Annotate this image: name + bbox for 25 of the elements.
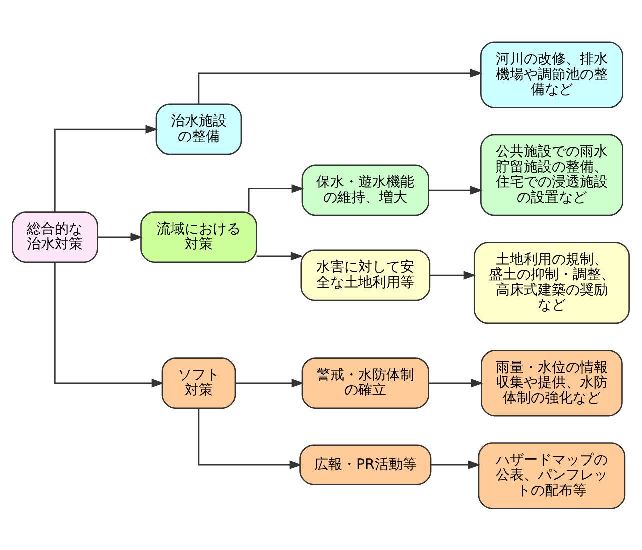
node-box: 雨量・水位の情報収集や提供、水防体制の強化など bbox=[481, 350, 623, 416]
arrow bbox=[198, 68, 483, 104]
arrow bbox=[256, 252, 304, 260]
node-box: 警戒・水防体制の確立 bbox=[302, 357, 430, 409]
arrow bbox=[248, 184, 304, 212]
arrow bbox=[429, 186, 483, 194]
node-box: ハザードマップの公表、パンフレットの配布等 bbox=[478, 442, 626, 509]
node-box: 治水施設の整備 bbox=[156, 103, 242, 155]
node-box: 公共施設での雨水貯留施設の整備、住宅での浸透施設の設置など bbox=[480, 134, 624, 216]
arrow bbox=[431, 460, 481, 469]
arrow bbox=[430, 270, 476, 280]
node-box: 広報・PR活動等 bbox=[300, 444, 432, 485]
arrow bbox=[54, 124, 158, 212]
node-box: 土地利用の規制、盛土の抑制・調整、高床式建築の奨励など bbox=[474, 242, 630, 324]
node-box: 水害に対して安全な土地利用等 bbox=[300, 249, 431, 301]
node-box: 河川の改修、排水機場や調節池の整備など bbox=[480, 41, 624, 108]
arrow bbox=[429, 378, 484, 388]
arrow bbox=[54, 262, 164, 388]
node-box: ソフト対策 bbox=[162, 357, 236, 409]
node-box: 流域における対策 bbox=[140, 211, 258, 263]
node-box: 総合的な治水対策 bbox=[12, 211, 98, 263]
arrow bbox=[98, 232, 144, 242]
node-box: 保水・遊水機能の維持、増大 bbox=[302, 164, 430, 216]
arrow bbox=[236, 378, 304, 388]
arrow bbox=[198, 408, 302, 469]
